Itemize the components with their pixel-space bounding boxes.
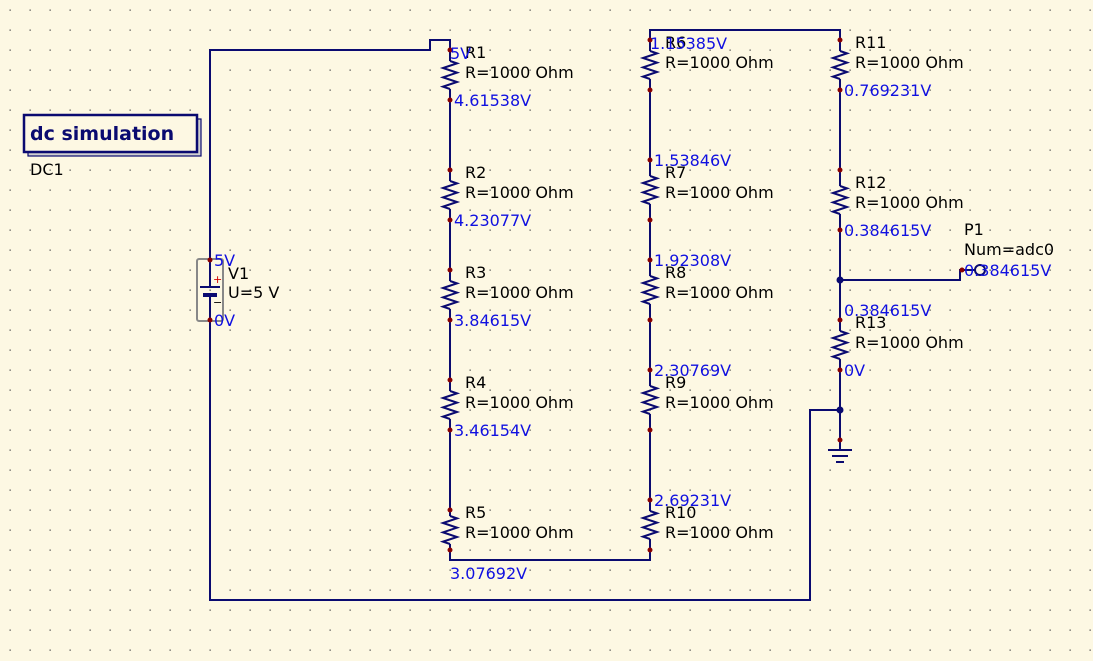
junction-dot — [836, 276, 844, 284]
resistor-name: R11 — [855, 33, 886, 52]
resistor-value: R=1000 Ohm — [665, 393, 774, 412]
resistor-r3[interactable]: R3R=1000 Ohm — [439, 263, 574, 323]
resistor-r1[interactable]: R1R=1000 Ohm — [439, 43, 574, 103]
v1-label: V1 — [228, 264, 249, 283]
node-voltage-label: 2.69231V — [654, 491, 731, 510]
resistor-name: R13 — [855, 313, 886, 332]
node-voltage-label: 4.23077V — [454, 211, 531, 230]
resistor-value: R=1000 Ohm — [465, 63, 574, 82]
resistor-value: R=1000 Ohm — [665, 283, 774, 302]
probe-voltage: 0.384615V — [964, 261, 1051, 280]
voltage-source-v1[interactable]: + − V1 U=5 V — [196, 257, 279, 323]
resistor-name: R2 — [465, 163, 486, 182]
plus-sign: + — [213, 273, 222, 286]
node-voltage-label: 3.07692V — [450, 564, 527, 583]
node-voltage-label: 4.61538V — [454, 91, 531, 110]
resistor-name: R6 — [665, 33, 686, 52]
node-voltage-label: 0V — [844, 361, 865, 380]
dc-simulation-name: DC1 — [30, 160, 64, 179]
resistor-r2[interactable]: R2R=1000 Ohm — [439, 163, 574, 223]
resistor-value: R=1000 Ohm — [665, 53, 774, 72]
resistor-name: R4 — [465, 373, 486, 392]
probe-name: P1 — [964, 220, 984, 239]
resistor-value: R=1000 Ohm — [855, 53, 964, 72]
node-voltage-label: 1.53846V — [654, 151, 731, 170]
resistor-value: R=1000 Ohm — [665, 523, 774, 542]
resistor-name: R12 — [855, 173, 886, 192]
resistor-r7[interactable]: R7R=1000 Ohm — [639, 157, 774, 223]
resistor-name: R1 — [465, 43, 486, 62]
node-voltage-label: 3.84615V — [454, 311, 531, 330]
resistor-name: R9 — [665, 373, 686, 392]
resistor-value: R=1000 Ohm — [465, 523, 574, 542]
resistor-name: R3 — [465, 263, 486, 282]
node-voltage-labels: 5V 4.61538V 4.23077V 3.84615V 3.46154V 3… — [450, 34, 931, 583]
resistor-r4[interactable]: R4R=1000 Ohm — [439, 373, 574, 433]
dc-simulation-title: dc simulation — [30, 123, 174, 145]
ground-symbol[interactable] — [828, 437, 852, 463]
node-voltage-label: 0.384615V — [844, 221, 931, 240]
v1-top-voltage: 5V — [214, 251, 235, 270]
resistor-value: R=1000 Ohm — [665, 183, 774, 202]
dc-simulation-block[interactable]: dc simulation DC1 — [22, 113, 202, 179]
node-voltage-label: 0.769231V — [844, 81, 931, 100]
junction-dot — [836, 406, 844, 414]
resistor-value: R=1000 Ohm — [465, 393, 574, 412]
node-voltage-label: 2.30769V — [654, 361, 731, 380]
resistor-name: R7 — [665, 163, 686, 182]
minus-sign: − — [213, 296, 222, 309]
resistor-r8[interactable]: R8R=1000 Ohm — [639, 257, 774, 323]
node-voltage-label: 3.46154V — [454, 421, 531, 440]
resistor-name: R10 — [665, 503, 696, 522]
resistor-r9[interactable]: R9R=1000 Ohm — [639, 367, 774, 433]
probe-p1[interactable]: P1 Num=adc0 — [959, 220, 1055, 276]
resistor-name: R8 — [665, 263, 686, 282]
resistor-r6[interactable]: R6R=1000 Ohm — [639, 33, 774, 93]
resistor-value: R=1000 Ohm — [465, 183, 574, 202]
node-voltage-label: 1.15385V — [650, 34, 727, 53]
v1-value: U=5 V — [228, 283, 279, 302]
node-voltage-label: 5V — [450, 44, 471, 63]
probe-param: Num=adc0 — [964, 240, 1054, 259]
resistor-name: R5 — [465, 503, 486, 522]
v1-bottom-voltage: 0V — [214, 311, 235, 330]
resistor-r5[interactable]: R5R=1000 Ohm — [439, 503, 574, 553]
node-voltage-label: 1.92308V — [654, 251, 731, 270]
resistor-value: R=1000 Ohm — [465, 283, 574, 302]
resistor-value: R=1000 Ohm — [855, 193, 964, 212]
node-voltage-label: 0.384615V — [844, 301, 931, 320]
resistor-value: R=1000 Ohm — [855, 333, 964, 352]
